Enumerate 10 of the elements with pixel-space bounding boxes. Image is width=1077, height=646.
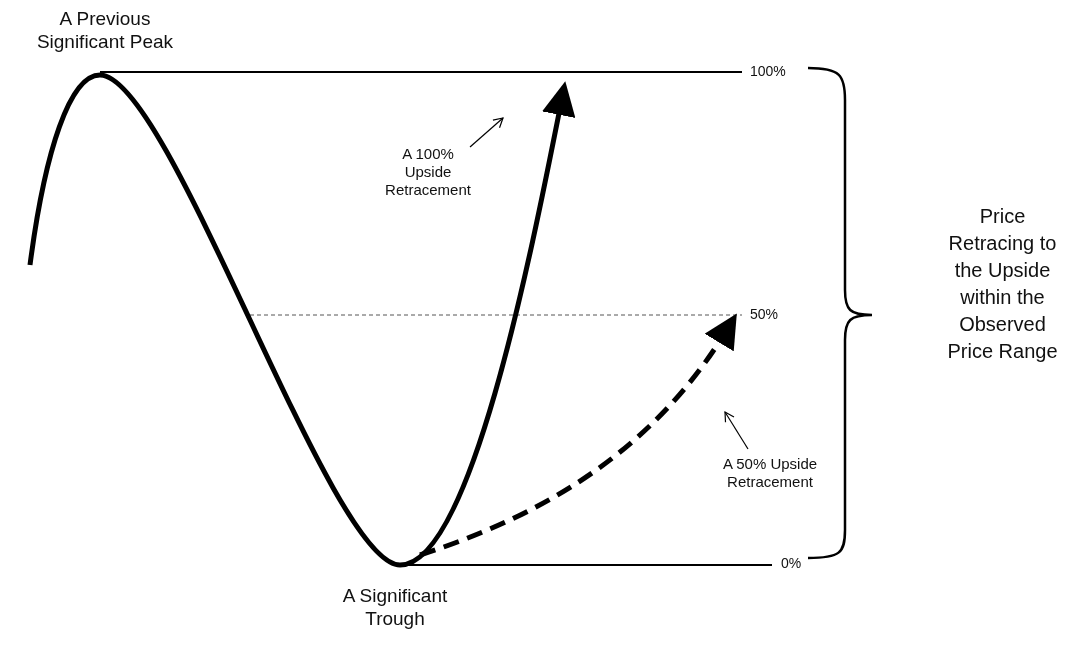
leader-line xyxy=(469,117,504,148)
callout-text: A 100% Upside Retracement xyxy=(378,145,478,199)
callout-text: A 50% Upside Retracement xyxy=(715,455,825,491)
peak-label: A Previous Significant Peak xyxy=(35,8,175,54)
trough-label: A Significant Trough xyxy=(341,585,449,631)
level-label: 100% xyxy=(750,63,787,80)
range-label: Price Retracing to the Upside within the Observed Price Range xyxy=(946,204,1059,364)
level-label: 50% xyxy=(750,306,780,323)
level-label: 0% xyxy=(781,555,803,572)
leader-line xyxy=(724,411,749,450)
